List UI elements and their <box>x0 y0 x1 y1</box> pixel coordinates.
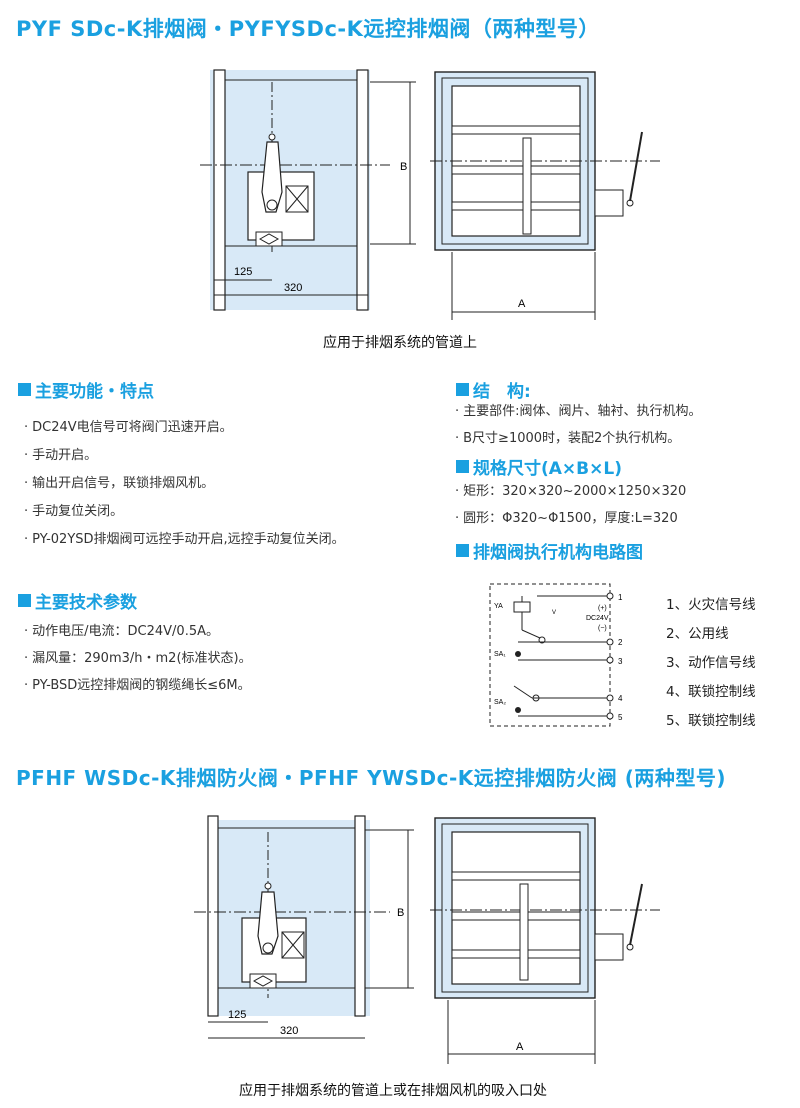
terminal-label: 4 <box>618 694 623 703</box>
heading-square-icon <box>456 460 469 473</box>
tech-heading: 主要技术参数 <box>18 588 137 613</box>
terminal-label: 3 <box>618 657 623 666</box>
minus-label: (−) <box>598 625 607 632</box>
legend-item: 3、动作信号线 <box>666 655 756 671</box>
dim-125-label: 125 <box>234 266 252 278</box>
dim-320-label: 320 <box>280 1025 298 1037</box>
heading-square-icon <box>18 594 31 607</box>
heading-square-icon <box>18 383 31 396</box>
list-item: 主要部件:阀体、阀片、轴衬、执行机构。 <box>455 402 701 421</box>
legend-item: 2、公用线 <box>666 626 729 642</box>
dim-a-label: A <box>518 298 526 310</box>
tech-list: 动作电压/电流：DC24V/0.5A。 漏风量：290m3/h・m2(标准状态)… <box>24 622 252 695</box>
spec-heading: 规格尺寸(A×B×L) <box>456 454 622 479</box>
terminal-label: 1 <box>618 593 623 602</box>
list-item: 输出开启信号，联锁排烟风机。 <box>24 474 345 493</box>
heading-square-icon <box>456 544 469 557</box>
list-item: PY-BSD远控排烟阀的钢缆绳长≤6M。 <box>24 676 252 695</box>
dc24v-label: DC24V <box>586 615 609 622</box>
heading-square-icon <box>456 383 469 396</box>
list-item: 手动复位关闭。 <box>24 502 345 521</box>
damper-drawing-1: B 125 320 A <box>200 69 660 320</box>
list-item: 圆形：Φ320~Φ1500，厚度:L=320 <box>455 509 686 528</box>
structure-heading-text: 结 构: <box>473 382 531 402</box>
spec-list: 矩形：320×320~2000×1250×320 圆形：Φ320~Φ1500，厚… <box>455 482 686 528</box>
damper-drawing-2: B 125 320 A <box>194 815 660 1064</box>
sa1-label: SA₁ <box>494 651 506 658</box>
section1-title: PYF SDc-K排烟阀・PYFYSDc-K远控排烟阀（两种型号） <box>16 17 600 41</box>
list-item: DC24V电信号可将阀门迅速开启。 <box>24 418 345 437</box>
ya-label: YA <box>494 603 503 610</box>
v-label: V <box>552 610 556 616</box>
list-item: 动作电压/电流：DC24V/0.5A。 <box>24 622 252 641</box>
legend-item: 1、火灾信号线 <box>666 597 756 613</box>
list-item: 漏风量：290m3/h・m2(标准状态)。 <box>24 649 251 668</box>
circuit-heading: 排烟阀执行机构电路图 <box>456 538 643 563</box>
dim-a-label: A <box>516 1041 524 1053</box>
spec-heading-text: 规格尺寸(A×B×L) <box>473 459 622 479</box>
legend-item: 4、联锁控制线 <box>666 684 756 700</box>
structure-list: 主要部件:阀体、阀片、轴衬、执行机构。 B尺寸≥1000时，装配2个执行机构。 <box>455 402 702 448</box>
sa2-label: SA₂ <box>494 699 506 706</box>
tech-heading-text: 主要技术参数 <box>35 593 137 613</box>
circuit-diagram: YA V (+) DC24V (−) SA₁ SA₂ 1 2 3 4 5 <box>489 583 623 727</box>
legend-item: 5、联锁控制线 <box>666 713 756 729</box>
functions-heading-text: 主要功能・特点 <box>35 382 154 402</box>
section2-caption: 应用于排烟系统的管道上或在排烟风机的吸入口处 <box>239 1083 547 1099</box>
section1-caption: 应用于排烟系统的管道上 <box>323 335 477 351</box>
circuit-legend: 1、火灾信号线 2、公用线 3、动作信号线 4、联锁控制线 5、联锁控制线 <box>666 593 756 729</box>
terminal-label: 2 <box>618 638 623 647</box>
list-item: B尺寸≥1000时，装配2个执行机构。 <box>455 429 702 448</box>
structure-heading: 结 构: <box>456 377 531 402</box>
circuit-heading-text: 排烟阀执行机构电路图 <box>473 543 643 563</box>
dim-320-label: 320 <box>284 282 302 294</box>
functions-list: DC24V电信号可将阀门迅速开启。 手动开启。 输出开启信号，联锁排烟风机。 手… <box>24 418 345 549</box>
dim-b-label: B <box>397 907 404 919</box>
terminal-label: 5 <box>618 713 623 722</box>
section2-title: PFHF WSDc-K排烟防火阀・PFHF YWSDc-K远控排烟防火阀 (两种… <box>16 766 727 790</box>
list-item: 手动开启。 <box>24 446 345 465</box>
plus-label: (+) <box>598 605 607 612</box>
list-item: PY-02YSD排烟阀可远控手动开启,远控手动复位关闭。 <box>24 530 345 549</box>
dim-b-label: B <box>400 161 407 173</box>
dim-125-label: 125 <box>228 1009 246 1021</box>
functions-heading: 主要功能・特点 <box>18 377 154 402</box>
list-item: 矩形：320×320~2000×1250×320 <box>455 482 686 501</box>
